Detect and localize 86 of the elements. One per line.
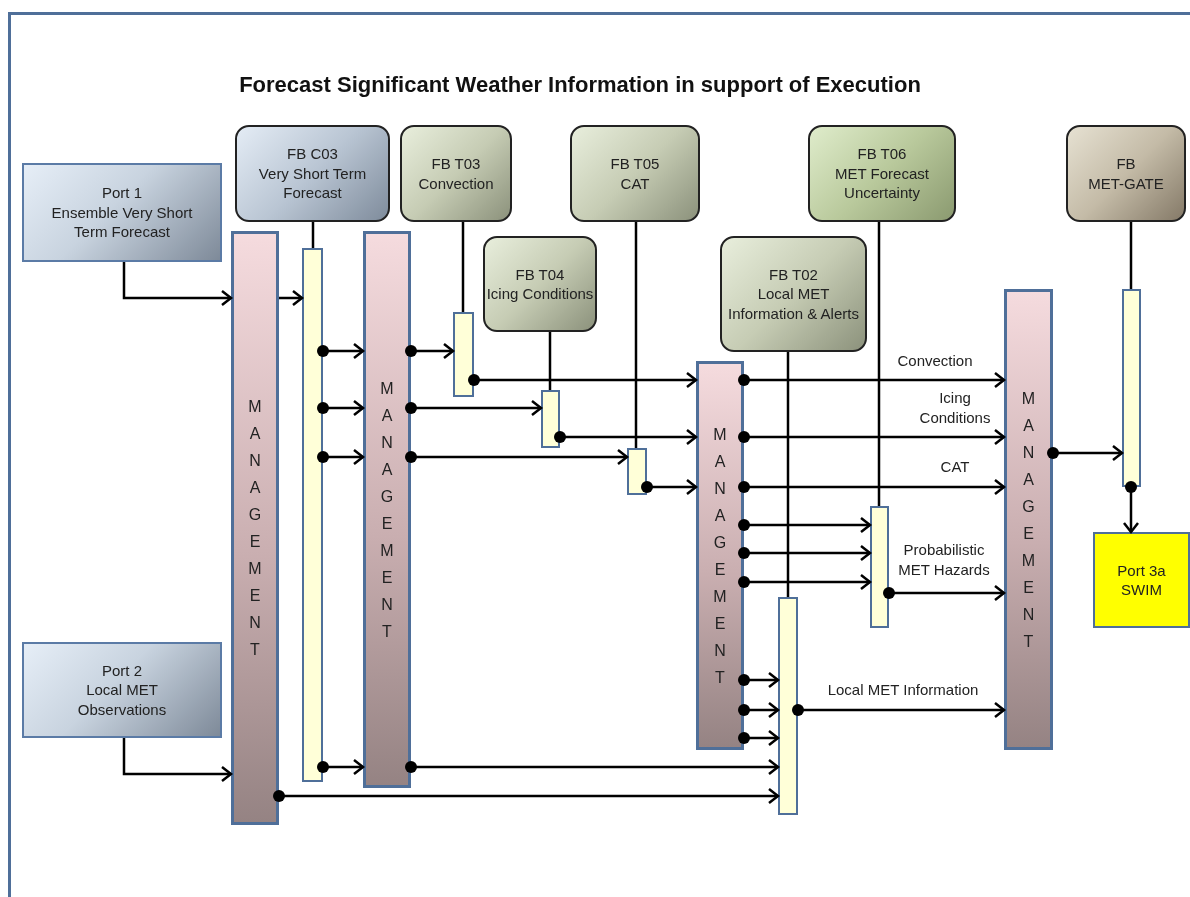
block-id: FB: [1116, 154, 1136, 174]
function-block-box: [808, 125, 956, 222]
arrow: [1047, 444, 1124, 462]
connector-line: [877, 222, 881, 506]
port-box: [22, 642, 222, 738]
interface-bar: [870, 506, 889, 628]
block-name: SWIM: [1121, 580, 1162, 600]
arrow: [317, 758, 365, 776]
block-name: CAT: [620, 173, 650, 193]
arrow: [738, 544, 872, 562]
port-box: [22, 163, 222, 262]
arrow: [738, 729, 780, 747]
block-id: Port 3a: [1117, 560, 1166, 580]
function-block-box: [1066, 125, 1186, 222]
arrow: [122, 262, 233, 307]
arrow: [792, 701, 1006, 719]
arrow: [279, 289, 304, 307]
interface-bar: [541, 390, 560, 448]
arrow: [317, 399, 365, 417]
arrow: [122, 738, 233, 783]
connector-line: [1129, 222, 1133, 289]
block-id: FB T06: [857, 144, 907, 164]
arrow: [405, 448, 629, 466]
edge-label: CAT: [939, 457, 971, 477]
connector-line: [311, 222, 315, 248]
edge-label: Convection: [896, 351, 974, 371]
edge-label: Icing Conditions: [918, 388, 992, 427]
vertical-label: MANAGEMENT: [1020, 388, 1037, 652]
block-name: Local MET Observations: [76, 680, 168, 720]
interface-bar: [627, 448, 647, 495]
vertical-label: MANAGEMENT: [712, 424, 728, 688]
port-box: [1093, 532, 1190, 628]
block-id: FB T04: [515, 264, 565, 284]
arrow: [317, 342, 365, 360]
interface-bar: [453, 312, 474, 397]
arrow: [738, 701, 780, 719]
vertical-label: MANAGEMENT: [379, 378, 395, 642]
block-name: Local MET Information & Alerts: [727, 284, 860, 324]
management-bar: [363, 231, 411, 788]
block-id: FB T03: [431, 154, 481, 174]
arrow: [405, 342, 455, 360]
block-name: MET Forecast Uncertainty: [834, 163, 930, 203]
function-block-box: [570, 125, 700, 222]
block-id: FB C03: [287, 144, 338, 164]
arrow: [738, 516, 872, 534]
connector-line: [461, 222, 465, 312]
edge-label: Local MET Information: [826, 680, 980, 700]
arrow: [273, 787, 780, 805]
function-block-box: [483, 236, 597, 332]
block-id: FB T05: [610, 154, 660, 174]
function-block-box: [400, 125, 512, 222]
function-block-box: [720, 236, 867, 352]
interface-bar: [302, 248, 323, 782]
block-name: Icing Conditions: [486, 284, 594, 304]
arrow: [317, 448, 365, 466]
arrow: [641, 478, 698, 496]
arrow: [468, 371, 698, 389]
management-bar: [231, 231, 279, 825]
block-id: FB T02: [769, 264, 818, 285]
block-name: MET-GATE: [1088, 173, 1164, 193]
block-name: Ensemble Very Short Term Forecast: [50, 202, 194, 242]
vertical-label: MANAGEMENT: [247, 397, 263, 660]
block-name: Convection: [418, 173, 494, 193]
management-bar: [1004, 289, 1053, 750]
arrow: [738, 371, 1006, 389]
function-block-box: [235, 125, 390, 222]
connector-line: [634, 222, 638, 448]
arrow: [554, 428, 698, 446]
management-bar: [696, 361, 744, 750]
interface-bar: [778, 597, 798, 815]
diagram-title: Forecast Significant Weather Information in support of Execution: [238, 72, 922, 98]
edge-label: Probabilistic MET Hazards: [897, 540, 991, 579]
block-id: Port 2: [102, 660, 142, 681]
arrow: [405, 758, 780, 776]
arrow: [405, 399, 543, 417]
block-name: Very Short Term Forecast: [257, 163, 368, 203]
interface-bar: [1122, 289, 1141, 487]
arrow: [1122, 481, 1140, 534]
arrow: [738, 428, 1006, 446]
arrow: [738, 671, 780, 689]
arrow: [738, 478, 1006, 496]
connector-line: [786, 352, 790, 597]
arrow: [883, 584, 1006, 602]
arrow: [738, 573, 872, 591]
block-id: Port 1: [102, 183, 142, 203]
connector-line: [548, 332, 552, 390]
